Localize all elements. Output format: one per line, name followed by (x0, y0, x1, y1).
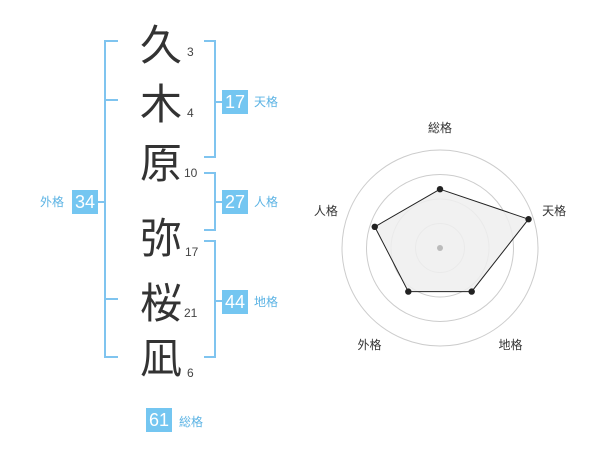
radar-point-5 (371, 223, 378, 231)
radar-area (374, 188, 530, 293)
tenkaku-connector (216, 101, 222, 103)
stroke-count-3: 10 (184, 166, 198, 180)
chikaku-connector (216, 300, 222, 302)
jinkaku-label: 人格 (254, 195, 279, 209)
name-char-1: 久 (139, 21, 182, 70)
gaikaku-value: 34 (72, 190, 99, 214)
stroke-count-2: 4 (187, 106, 194, 120)
chikaku-bracket (204, 240, 216, 358)
radar-point-2 (525, 216, 532, 223)
name-char-3: 原 (139, 139, 182, 188)
radar-axis-label-5: 人格 (314, 203, 338, 218)
gaikaku-tick (104, 99, 118, 101)
stroke-count-6: 6 (187, 366, 194, 380)
radar-center (437, 245, 443, 251)
radar-axis-label-2: 天格 (542, 203, 566, 218)
gaikaku-bracket (104, 40, 118, 358)
tenkaku-label: 天格 (254, 95, 279, 109)
gaikaku-tick (104, 298, 118, 300)
soukaku-label: 総格 (179, 415, 204, 429)
chikaku-label: 地格 (254, 295, 279, 309)
tenkaku-bracket (204, 40, 216, 158)
jinkaku-value: 27 (222, 190, 249, 214)
radar-ring (341, 149, 539, 347)
name-char-4: 弥 (139, 214, 182, 263)
name-char-2: 木 (139, 80, 182, 129)
radar-ring (366, 174, 514, 322)
jinkaku-bracket (204, 172, 216, 231)
stroke-count-5: 21 (184, 306, 198, 320)
tenkaku-value: 17 (222, 90, 249, 114)
radar-point-3 (468, 288, 475, 295)
soukaku-value: 61 (146, 408, 173, 432)
name-char-6: 凪 (139, 334, 182, 383)
chikaku-value: 44 (222, 290, 249, 314)
name-char-5: 桜 (139, 279, 182, 328)
radar-axis-label-1: 総格 (428, 120, 452, 135)
radar-point-1 (436, 186, 444, 193)
jinkaku-connector (216, 201, 222, 203)
radar-axis-label-4: 外格 (357, 337, 381, 352)
gaikaku-connector (96, 201, 104, 203)
radar-point-4 (405, 288, 412, 295)
stroke-count-4: 17 (185, 245, 199, 259)
radar-axis-label-3: 地格 (498, 337, 522, 352)
stroke-count-1: 3 (187, 45, 194, 59)
gaikaku-label: 外格 (40, 195, 65, 209)
